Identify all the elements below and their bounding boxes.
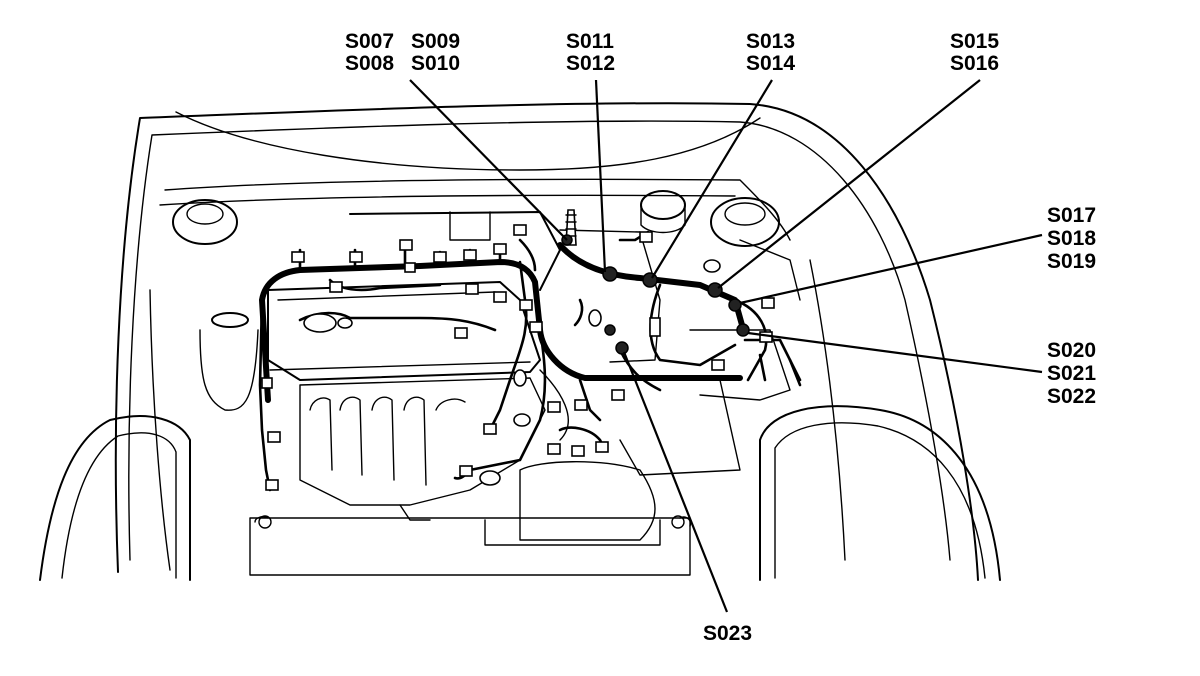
leader-s023 [622,351,729,613]
splice-near-s023 [604,324,616,336]
splice-s023 [615,341,629,355]
label-s019: S019 [1047,250,1096,273]
label-s011: S011 [566,30,614,53]
leader-s011-s012 [594,79,607,273]
leader-lines [409,79,1043,613]
splice-s017-s019 [728,298,742,312]
label-s010: S010 [411,52,460,75]
label-s008: S008 [345,52,394,75]
label-s016: S016 [950,52,999,75]
label-s023: S023 [703,622,752,645]
label-s022: S022 [1047,385,1096,408]
leader-s017-s019 [739,233,1043,305]
callout-labels: S007 S008 S009 S010 S011 S012 S013 S014 … [345,30,1096,645]
label-s018: S018 [1047,227,1096,250]
splice-s020-s022 [736,323,750,337]
label-s020: S020 [1047,339,1096,362]
label-s013: S013 [746,30,795,53]
engine-assembly [249,211,692,576]
label-s014: S014 [746,52,795,75]
splice-s011-s012 [602,266,618,282]
leader-s020-s022 [747,331,1043,374]
vehicle-body-outline [114,102,979,581]
fender-wells [39,405,1001,581]
label-s017: S017 [1047,204,1096,227]
strut-towers [172,190,780,247]
coolant-reservoir [199,312,259,411]
harness-connectors [261,209,775,491]
label-s015: S015 [950,30,999,53]
label-s012: S012 [566,52,615,75]
transaxle-area [519,229,801,541]
leader-s007-s010 [409,79,568,241]
label-s007: S007 [345,30,394,53]
leader-s015-s016 [717,79,981,289]
leader-s013-s014 [651,79,773,279]
label-s009: S009 [411,30,460,53]
label-s021: S021 [1047,362,1096,385]
